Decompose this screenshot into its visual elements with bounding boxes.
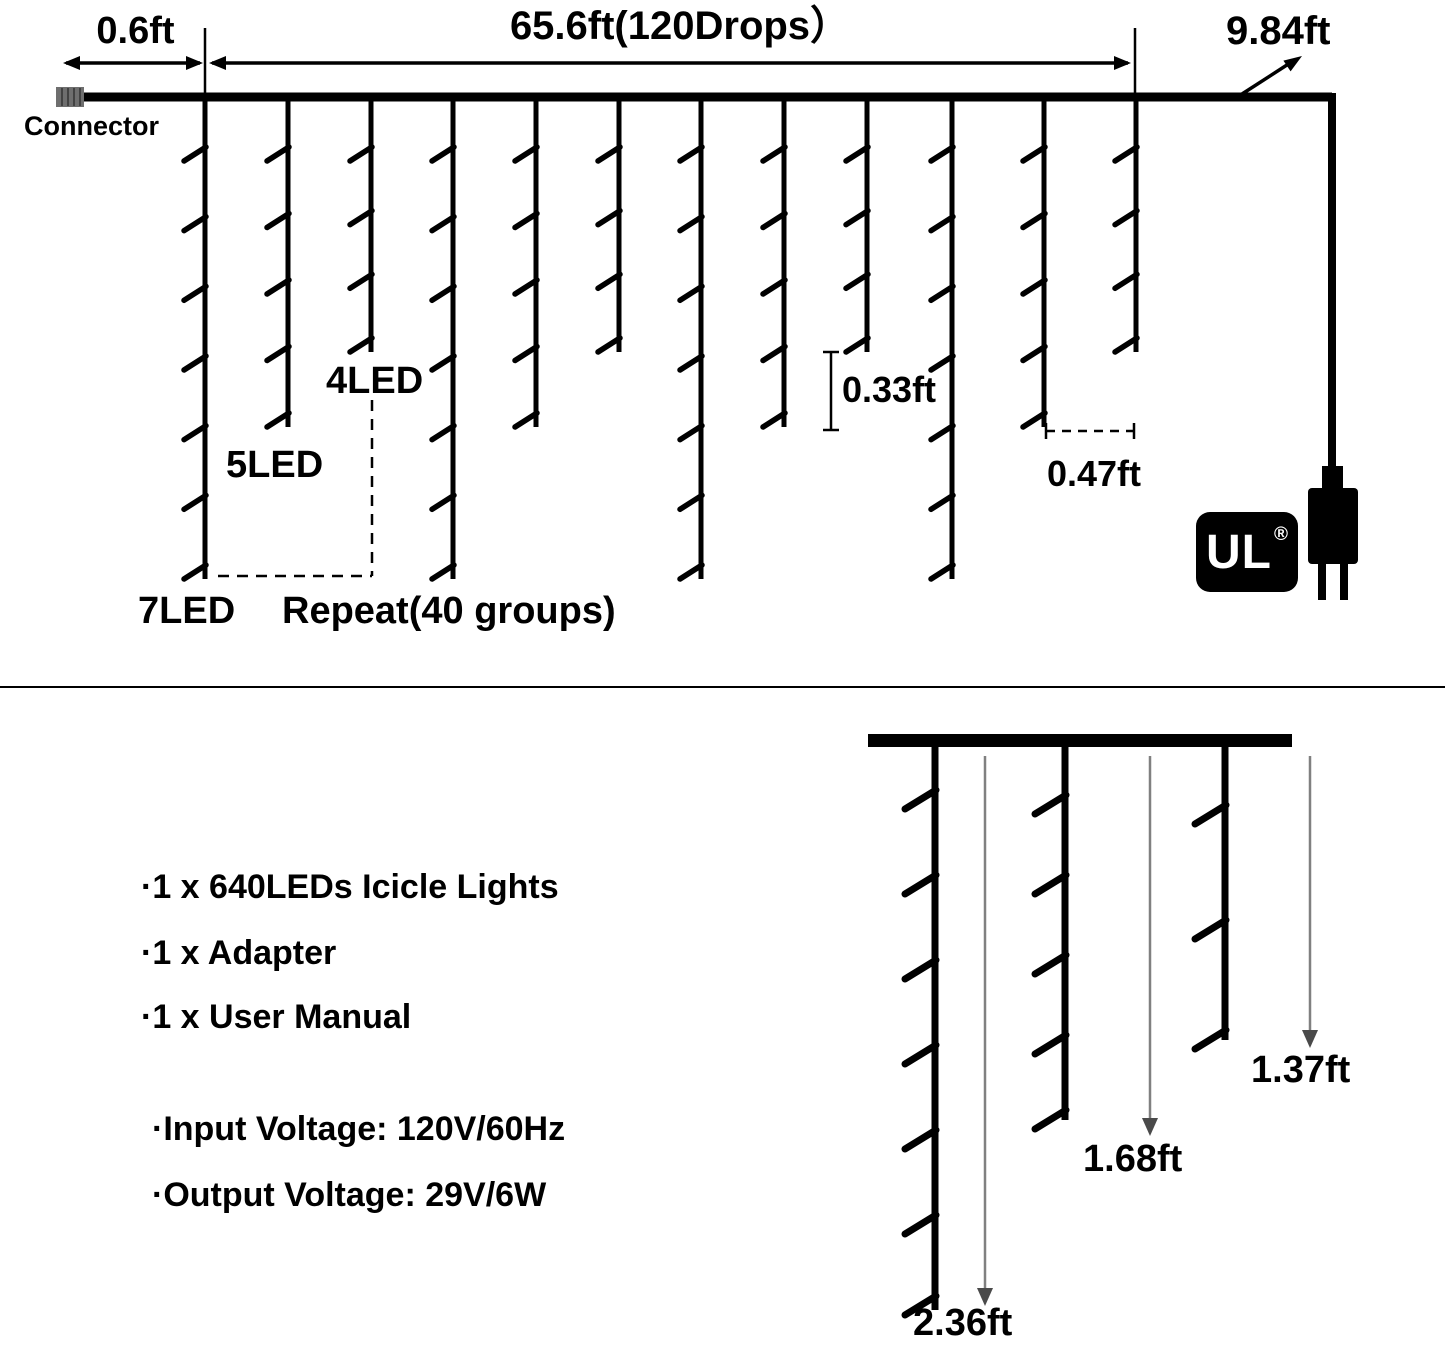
drop-spacing-label: 0.47ft [1046, 453, 1142, 494]
spec-output-voltage: ·Output Voltage: 29V/6W [152, 1176, 547, 1214]
registered-trademark-symbol: ® [1273, 524, 1288, 545]
ul-certification-badge: UL ® [1196, 512, 1298, 592]
dimension-main-label: 65.6ft(120Drops） [509, 4, 851, 48]
detail-length-long: 2.36ft [913, 1302, 1013, 1344]
led5-label: 5LED [226, 444, 324, 486]
led-spacing-label: 0.33ft [842, 369, 937, 410]
dimension-right-label: 9.84ft [1226, 9, 1331, 53]
spec-input-voltage: ·Input Voltage: 120V/60Hz [152, 1110, 566, 1148]
detail-length-short: 1.37ft [1251, 1049, 1351, 1091]
dimension-left-label: 0.6ft [96, 10, 175, 52]
led4-label: 4LED [326, 360, 424, 402]
package-item-lights: ·1 x 640LEDs Icicle Lights [141, 868, 559, 906]
package-item-manual: ·1 x User Manual [141, 998, 412, 1036]
ul-mark-text: UL [1206, 525, 1272, 579]
connector-label: Connector [24, 111, 159, 141]
detail-length-medium: 1.68ft [1083, 1138, 1183, 1180]
led7-label: 7LED [138, 590, 236, 632]
repeat-group-label: Repeat(40 groups) [282, 590, 616, 632]
package-item-adapter: ·1 x Adapter [141, 934, 337, 972]
